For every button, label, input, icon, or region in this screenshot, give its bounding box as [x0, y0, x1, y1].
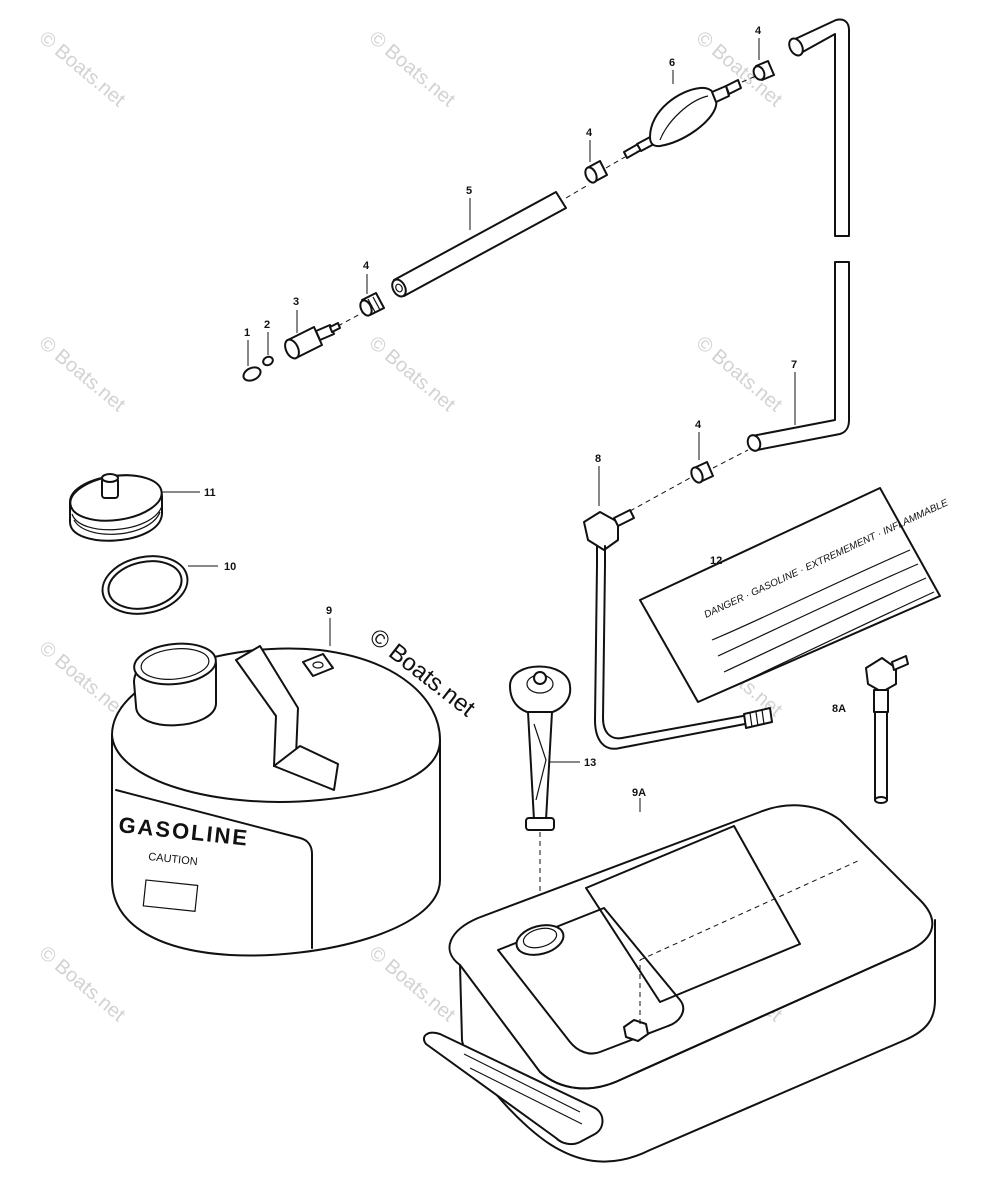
callout-8a: 8A — [832, 703, 846, 715]
watermark: © Boats.net — [35, 637, 130, 721]
part-4-hose-clamp[interactable] — [689, 432, 714, 484]
part-2-o-ring[interactable] — [262, 332, 274, 367]
assembly-line — [605, 156, 626, 169]
part-5-fuel-hose[interactable] — [389, 191, 567, 299]
callout-3: 3 — [293, 296, 299, 308]
part-12-warning-decal[interactable]: DANGER · GASOLINE · EXTREMEMENT · INFLAM… — [639, 487, 950, 703]
callout-labels: 1 2 3 4 4 4 4 5 6 7 8 8A 9 9A 10 11 12 1… — [204, 25, 846, 799]
watermark: © Boats.net — [35, 942, 130, 1026]
assembly-line — [629, 477, 691, 512]
part-4-hose-clamp[interactable] — [358, 274, 385, 317]
callout-2: 2 — [264, 319, 270, 331]
callout-4: 4 — [755, 25, 762, 37]
callout-13: 13 — [584, 757, 596, 769]
watermark: © Boats.net — [365, 27, 460, 111]
can-label-caution: CAUTION — [148, 851, 199, 868]
part-4-hose-clamp[interactable] — [752, 38, 775, 81]
callout-4: 4 — [695, 419, 702, 431]
watermark: © Boats.net — [35, 27, 130, 111]
callout-8: 8 — [595, 453, 601, 465]
assembly-line — [712, 449, 749, 469]
part-13-fuel-gauge[interactable] — [509, 665, 580, 921]
assembly-line — [337, 312, 363, 327]
callout-6: 6 — [669, 57, 675, 69]
watermark: © Boats.net — [692, 332, 787, 416]
watermark: © Boats.net — [35, 332, 130, 416]
callout-10: 10 — [224, 561, 236, 573]
part-9a-fuel-tank[interactable] — [422, 798, 936, 1163]
callout-12: 12 — [710, 555, 722, 567]
part-9-gas-can[interactable]: GASOLINE CAUTION — [111, 618, 441, 957]
part-11-filler-cap[interactable] — [67, 470, 200, 542]
callout-9: 9 — [326, 605, 332, 617]
callout-9a: 9A — [632, 787, 646, 799]
watermark: © Boats.net — [365, 332, 460, 416]
part-3-fuel-connector[interactable] — [282, 310, 341, 361]
callout-11: 11 — [204, 487, 216, 499]
part-6-primer-bulb[interactable] — [623, 70, 742, 159]
callout-4: 4 — [586, 127, 593, 139]
callout-4: 4 — [363, 260, 370, 272]
callout-5: 5 — [466, 185, 472, 197]
watermark: © Boats.net — [365, 942, 460, 1026]
callout-7: 7 — [791, 359, 797, 371]
callout-1: 1 — [244, 327, 250, 339]
assembly-line — [741, 75, 757, 83]
assembly-line — [565, 184, 589, 199]
part-8-fuel-pickup-tube[interactable] — [583, 466, 773, 750]
part-1-clip-ring[interactable] — [241, 340, 262, 383]
part-7-fuel-hose[interactable] — [746, 18, 850, 452]
part-4-hose-clamp[interactable] — [583, 140, 608, 184]
part-10-gasket[interactable] — [97, 549, 218, 622]
part-8a-fuel-pickup[interactable] — [865, 655, 909, 804]
